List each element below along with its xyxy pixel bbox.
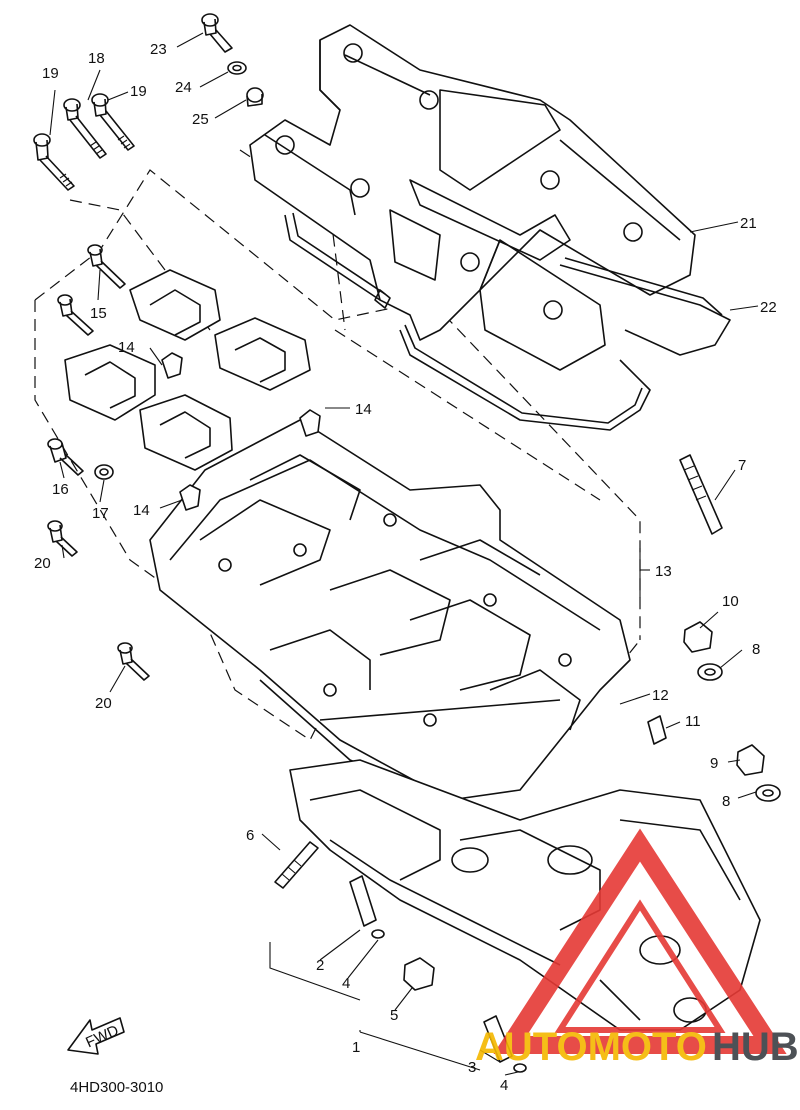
bolt-19-left bbox=[33, 133, 75, 191]
callout-11: 11 bbox=[685, 713, 701, 730]
callout-4-lower: 4 bbox=[500, 1077, 508, 1094]
callout-1: 1 bbox=[352, 1039, 360, 1056]
callout-2: 2 bbox=[316, 957, 324, 974]
forward-arrow: FWD bbox=[67, 1017, 125, 1055]
callout-8-lower: 8 bbox=[722, 793, 730, 810]
callout-25: 25 bbox=[192, 111, 209, 128]
callout-17: 17 bbox=[92, 505, 109, 522]
long-bolts bbox=[33, 93, 135, 191]
diagram-code: 4HD300-3010 bbox=[70, 1079, 163, 1096]
callout-24: 24 bbox=[175, 79, 192, 96]
callout-14-left: 14 bbox=[118, 339, 135, 356]
callout-13: 13 bbox=[655, 563, 672, 580]
callout-16: 16 bbox=[52, 481, 69, 498]
callout-19-right: 19 bbox=[130, 83, 147, 100]
valve-cover bbox=[249, 24, 696, 371]
bolt-19-right bbox=[91, 93, 135, 151]
lower-case bbox=[289, 759, 761, 1031]
callout-3: 3 bbox=[468, 1059, 476, 1076]
watermark-triangle bbox=[493, 828, 787, 1054]
callout-6: 6 bbox=[246, 827, 254, 844]
callout-15-upper: 15 bbox=[90, 305, 107, 322]
callout-20-upper: 20 bbox=[34, 555, 51, 572]
watermark-logo: AUTOMOTO HUB bbox=[475, 828, 799, 1069]
callout-14-lower: 14 bbox=[133, 502, 150, 519]
callout-4-upper: 4 bbox=[342, 975, 350, 992]
small-parts bbox=[47, 244, 781, 1073]
callout-23: 23 bbox=[150, 41, 167, 58]
callout-21: 21 bbox=[740, 215, 757, 232]
callout-9: 9 bbox=[710, 755, 718, 772]
callout-14-right: 14 bbox=[355, 401, 372, 418]
callout-8-upper: 8 bbox=[752, 641, 760, 658]
valve-cover-gasket bbox=[284, 212, 731, 431]
cover-bolt-set bbox=[201, 13, 264, 107]
cylinder-head bbox=[149, 419, 631, 811]
leader-lines bbox=[49, 32, 759, 1076]
callout-12: 12 bbox=[652, 687, 669, 704]
camshaft-caps bbox=[64, 269, 311, 471]
callout-numbers: 23 24 25 19 18 19 21 22 15 14 14 14 16 1… bbox=[34, 41, 777, 1094]
bolt-18 bbox=[63, 98, 107, 159]
callout-22: 22 bbox=[760, 299, 777, 316]
callout-19-left: 19 bbox=[42, 65, 59, 82]
callout-5: 5 bbox=[390, 1007, 398, 1024]
watermark-text-a: AUTOMOTO bbox=[475, 1025, 707, 1069]
callout-10: 10 bbox=[722, 593, 739, 610]
watermark-text-b: HUB bbox=[712, 1025, 799, 1069]
callout-20-lower: 20 bbox=[95, 695, 112, 712]
callout-7: 7 bbox=[738, 457, 746, 474]
callout-18: 18 bbox=[88, 50, 105, 67]
